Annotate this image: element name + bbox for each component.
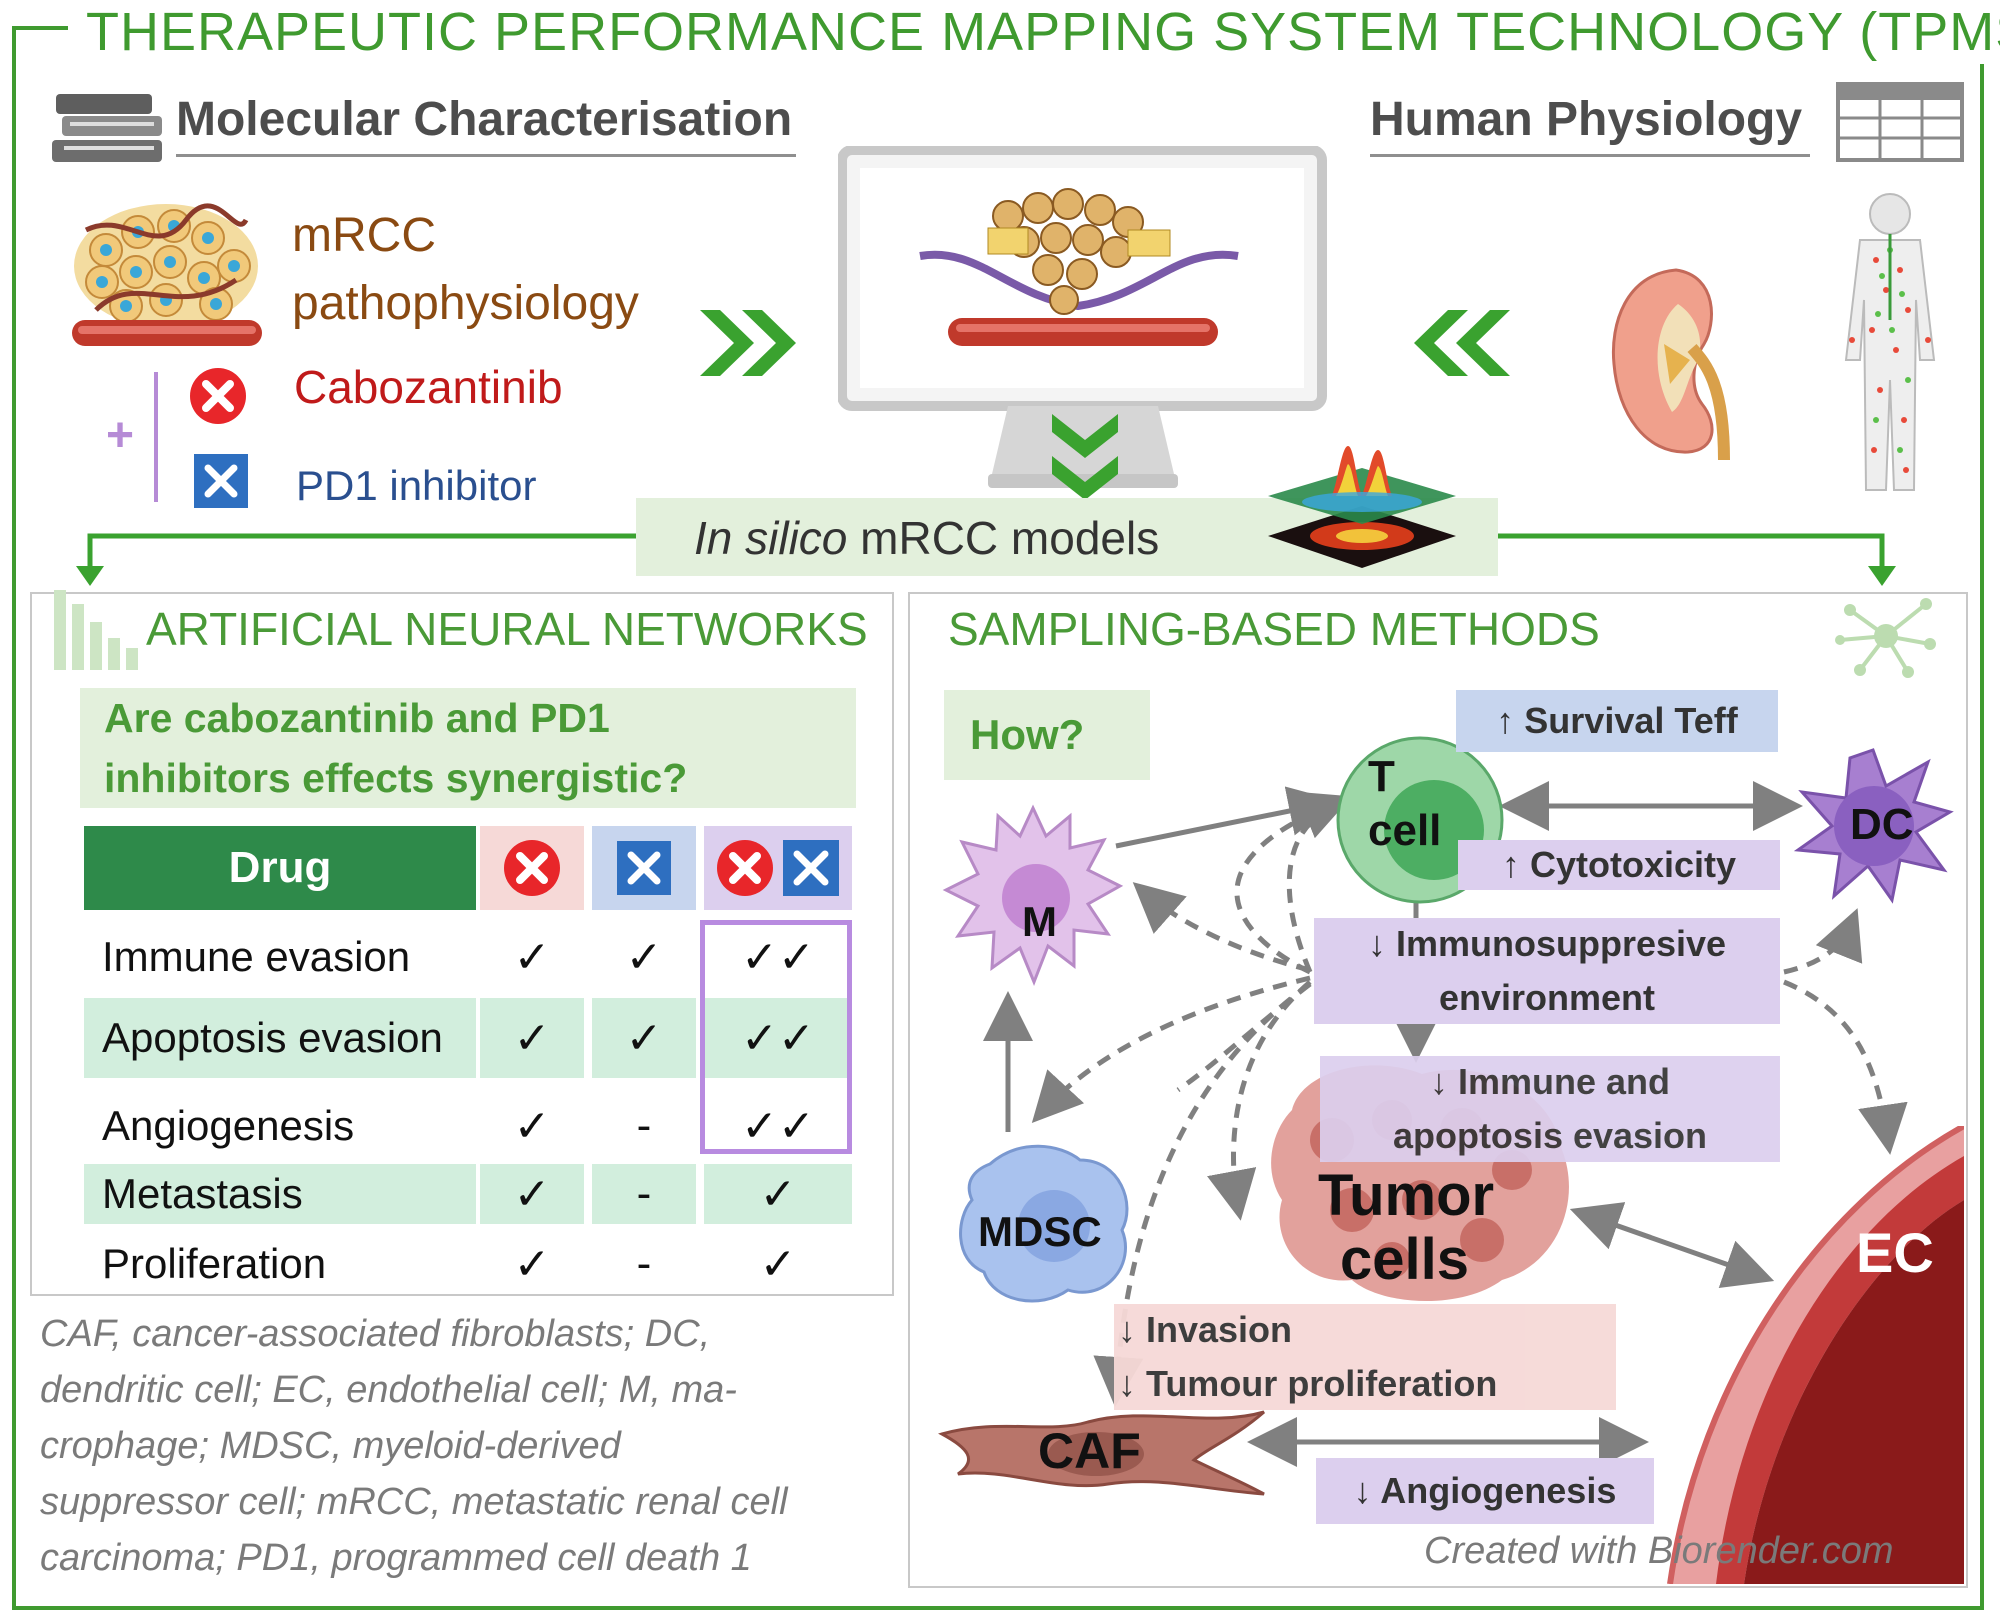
table-header-drug: Drug <box>84 826 476 910</box>
caption-line: dendritic cell; EC, endothelial cell; M,… <box>40 1369 737 1411</box>
immunosuppresive-box: ↓ Immunosuppresive environment <box>1314 918 1780 1024</box>
row-label-metastasis: Metastasis <box>84 1164 476 1224</box>
ann-question-box: Are cabozantinib and PD1 inhibitors effe… <box>80 688 856 808</box>
pd1-inhibitor-label: PD1 inhibitor <box>296 462 537 509</box>
table-icon <box>1836 82 1964 162</box>
cell-apoptosis-cabo: ✓ <box>480 998 584 1078</box>
molecular-characterisation-heading: Molecular Characterisation <box>176 93 793 146</box>
ec-label: EC <box>1856 1221 1934 1284</box>
survival-teff-box: ↑ Survival Teff <box>1456 690 1778 752</box>
mdsc-label: MDSC <box>978 1208 1102 1255</box>
cell-meta-pd1: - <box>592 1164 696 1224</box>
human-physiology-heading: Human Physiology <box>1370 93 1803 146</box>
immune-line-2: apoptosis evasion <box>1392 1115 1708 1156</box>
sbm-title: SAMPLING-BASED METHODS <box>948 603 1600 655</box>
cell-immune-combo: ✓✓ <box>741 932 815 982</box>
cell-angio-combo: ✓✓ <box>741 1101 815 1151</box>
endothelial-vessel-illustration <box>1667 1126 1964 1584</box>
row-label-apoptosis-evasion: Apoptosis evasion <box>84 998 476 1078</box>
sbm-panel <box>908 592 1968 1588</box>
table-header-cabozantinib <box>480 826 584 910</box>
row-label-proliferation: Proliferation <box>102 1240 327 1287</box>
row-label-immune-evasion: Immune evasion <box>102 933 411 980</box>
caption-line: CAF, cancer-associated fibroblasts; DC, <box>40 1313 711 1355</box>
books-icon <box>52 94 162 162</box>
immunosupp-line-1: ↓ Immunosuppresive <box>1367 923 1727 964</box>
macrophage-illustration <box>942 804 1124 987</box>
cytotoxicity-box: ↑ Cytotoxicity <box>1458 840 1780 890</box>
cell-angio-cabo: ✓ <box>513 1101 551 1151</box>
abbreviations-caption: CAF, cancer-associated fibroblasts; DC, … <box>40 1306 890 1586</box>
cell-prolif-combo: ✓ <box>759 1239 797 1289</box>
pd1-x-icon <box>194 454 248 508</box>
cell-apoptosis-combo: ✓✓ <box>704 998 852 1078</box>
immunosupp-line-2: environment <box>1438 977 1656 1018</box>
pd1-x-icon <box>617 841 671 895</box>
chevron-right-icon <box>700 310 796 376</box>
t-cell-label-cell: cell <box>1368 806 1442 855</box>
cell-apoptosis-pd1: ✓ <box>592 998 696 1078</box>
chevron-down-icon <box>1052 414 1118 500</box>
cabozantinib-x-icon <box>504 840 560 896</box>
ann-title: ARTIFICIAL NEURAL NETWORKS <box>146 603 868 655</box>
legend-bracket <box>154 372 158 502</box>
question-line-2: inhibitors effects synergistic? <box>104 755 688 801</box>
caption-line: crophage; MDSC, myeloid-derived <box>40 1425 621 1467</box>
angiogenesis-box: ↓ Angiogenesis <box>1316 1458 1654 1524</box>
molecular-underline <box>176 154 796 157</box>
physiology-underline <box>1370 154 1810 157</box>
cabozantinib-label: Cabozantinib <box>294 361 563 413</box>
tumor-tissue-illustration <box>72 203 262 346</box>
tumor-label: Tumor <box>1318 1163 1495 1228</box>
table-header-combination <box>704 826 852 910</box>
kidney-illustration <box>1611 268 1730 460</box>
plus-sign: + <box>106 409 135 462</box>
table-header-pd1 <box>592 826 696 910</box>
invasion-proliferation-box: ↓ Invasion ↓ Tumour proliferation <box>1114 1304 1616 1410</box>
dc-label: DC <box>1850 800 1914 849</box>
page-title: THERAPEUTIC PERFORMANCE MAPPING SYSTEM T… <box>68 0 2000 64</box>
question-line-1: Are cabozantinib and PD1 <box>104 695 610 741</box>
tumour-proliferation-line: ↓ Tumour proliferation <box>1118 1363 1498 1404</box>
t-cell-label-t: T <box>1368 752 1395 801</box>
cell-immune-pd1: ✓ <box>625 932 663 982</box>
ann-panel <box>30 592 894 1296</box>
cabozantinib-x-icon <box>190 368 246 424</box>
macrophage-label: M <box>1022 898 1057 945</box>
how-box: How? <box>944 690 1150 780</box>
mrcc-label: mRCC <box>292 209 436 262</box>
human-body-illustration <box>1844 193 1936 491</box>
caf-label: CAF <box>1038 1423 1141 1479</box>
network-icon <box>1835 598 1936 678</box>
immune-line-1: ↓ Immune and <box>1429 1061 1671 1102</box>
row-label-angiogenesis: Angiogenesis <box>102 1102 355 1149</box>
chevron-left-icon <box>1414 310 1510 376</box>
tumor-cells-label: cells <box>1340 1227 1469 1292</box>
cell-prolif-pd1: - <box>636 1239 652 1288</box>
dendritic-cell-illustration <box>1793 748 1954 904</box>
combination-x-icons <box>717 840 839 896</box>
mdsc-illustration <box>959 1144 1129 1303</box>
cell-meta-combo: ✓ <box>704 1164 852 1224</box>
computer-monitor-illustration <box>838 146 1327 488</box>
cell-angio-pd1: - <box>636 1101 652 1150</box>
invasion-line: ↓ Invasion <box>1118 1309 1293 1350</box>
insilico-branch-arrows <box>76 533 1896 586</box>
heatmap-surface-icon <box>1268 446 1456 568</box>
insilico-rest: mRCC models <box>847 512 1160 564</box>
caf-illustration <box>938 1410 1265 1496</box>
bar-chart-icon <box>54 590 138 670</box>
cell-prolif-cabo: ✓ <box>513 1239 551 1289</box>
immune-apoptosis-box: ↓ Immune and apoptosis evasion <box>1320 1056 1780 1162</box>
caption-line: suppressor cell; mRCC, metastatic renal … <box>40 1481 788 1523</box>
caption-line: carcinoma; PD1, programmed cell death 1 <box>40 1537 752 1579</box>
synergy-highlight-box <box>700 920 852 1154</box>
biorender-credit: Created with Biorender.com <box>1424 1530 1894 1572</box>
insilico-italic: In silico <box>694 512 848 564</box>
pathophysiology-label: pathophysiology <box>292 277 639 330</box>
cell-meta-cabo: ✓ <box>480 1164 584 1224</box>
cell-immune-cabo: ✓ <box>513 932 551 982</box>
